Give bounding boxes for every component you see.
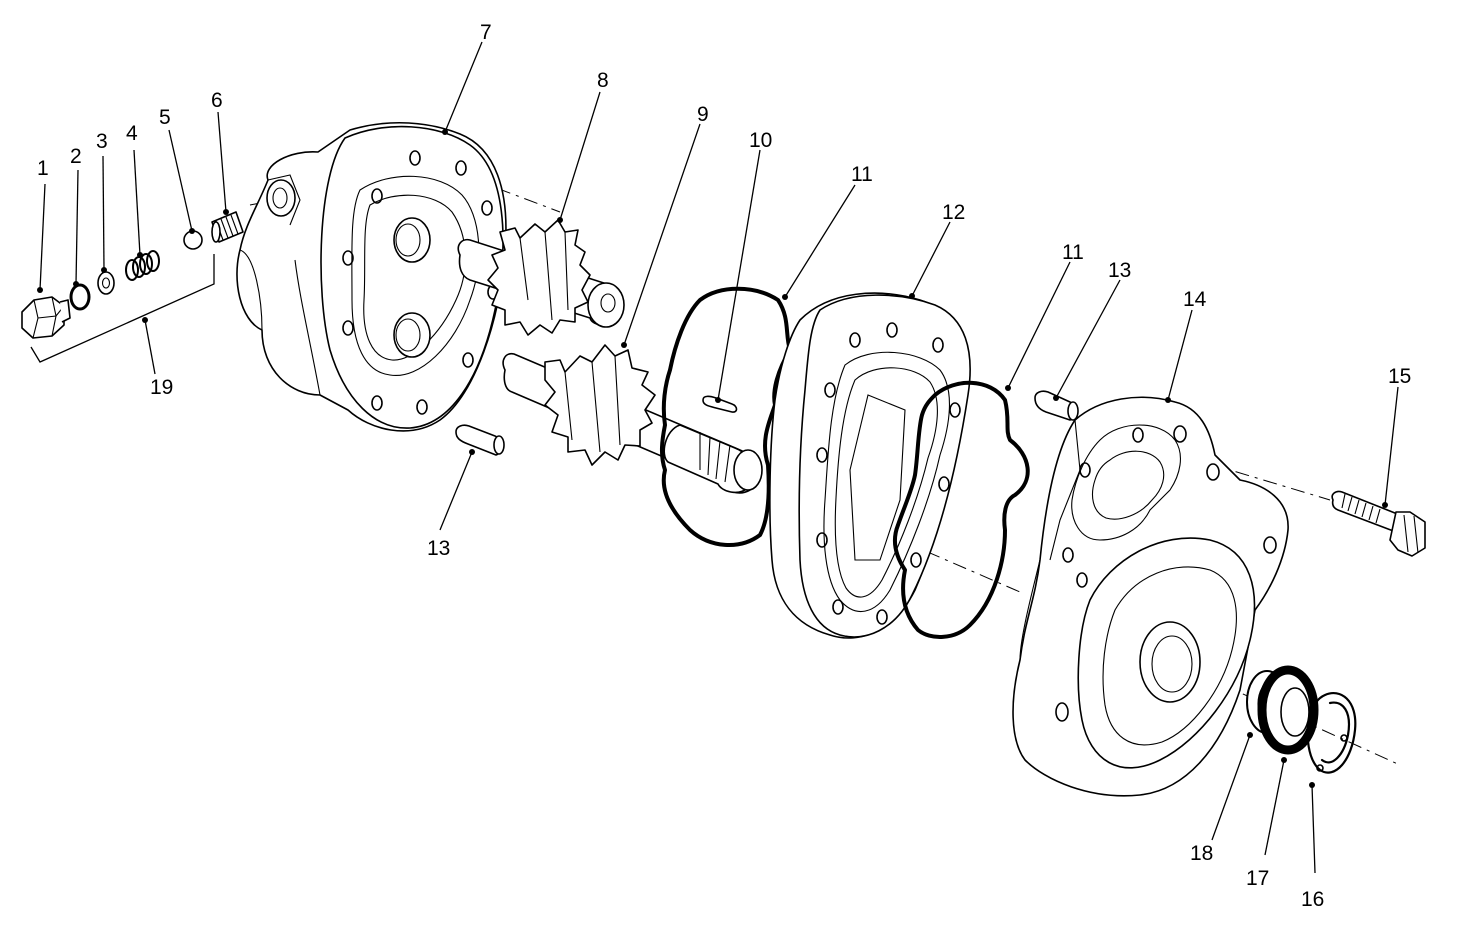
callout-17: 17 — [1246, 867, 1269, 890]
callout-19: 19 — [150, 376, 173, 399]
callout-11-left: 11 — [851, 163, 873, 186]
part-13-dowel-pin-lower — [455, 424, 505, 456]
callout-18: 18 — [1190, 842, 1213, 865]
part-11-seal-ring-left — [660, 286, 792, 547]
part-13-dowel-pin-upper — [1034, 390, 1079, 421]
part-11-seal-ring-right — [892, 380, 1030, 639]
part-12-gear-housing — [769, 292, 971, 639]
callout-5: 5 — [159, 106, 171, 129]
callout-16: 16 — [1301, 888, 1324, 911]
part-6-fitting — [211, 211, 244, 243]
part-2-oring — [69, 283, 91, 311]
callout-13-upper: 13 — [1108, 259, 1131, 282]
callout-10: 10 — [749, 129, 772, 152]
callout-labels: 1 2 3 4 5 6 7 8 9 10 11 12 11 13 14 15 1… — [37, 21, 1411, 911]
part-9-driven-gear — [502, 344, 763, 494]
part-3-washer — [97, 271, 115, 295]
callout-7: 7 — [480, 21, 492, 44]
part-17-shaft-seal — [1257, 665, 1319, 755]
callout-15: 15 — [1388, 365, 1411, 388]
callout-14: 14 — [1183, 288, 1207, 311]
callout-1: 1 — [37, 157, 49, 180]
part-10-key — [702, 395, 738, 413]
callout-11-right: 11 — [1062, 241, 1084, 264]
part-14-cover — [1012, 396, 1289, 797]
callout-2: 2 — [70, 145, 82, 168]
callout-13-lower: 13 — [427, 537, 450, 560]
callout-4: 4 — [126, 122, 138, 145]
part-16-retaining-ring — [1306, 692, 1357, 774]
part-7-pump-body — [236, 122, 507, 432]
callout-12: 12 — [942, 201, 965, 224]
part-19-bracket — [30, 254, 215, 363]
part-1-plug — [21, 296, 71, 339]
callout-9: 9 — [697, 103, 709, 126]
part-15-bolt — [1331, 490, 1426, 557]
part-8-drive-gear — [457, 219, 625, 336]
callout-3: 3 — [96, 130, 108, 153]
callout-8: 8 — [597, 69, 609, 92]
callout-6: 6 — [211, 89, 223, 112]
leader-lines — [37, 41, 1399, 874]
